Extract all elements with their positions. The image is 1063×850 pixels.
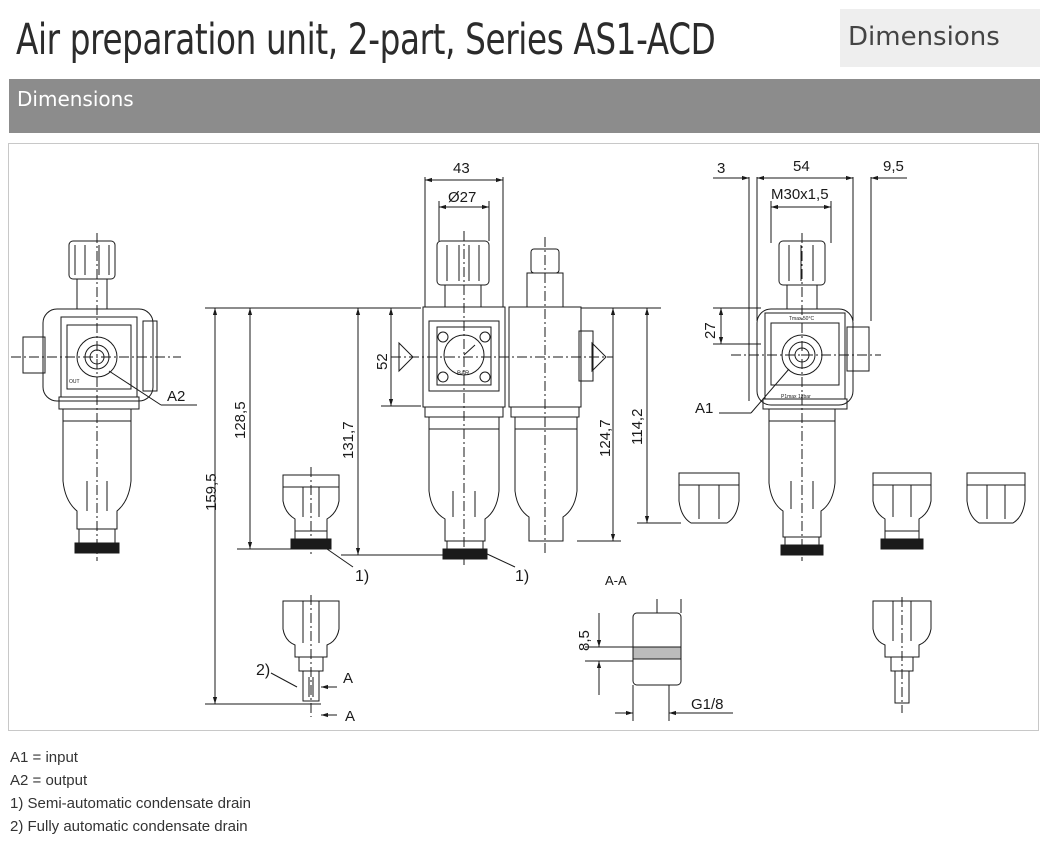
dim-g1-8: G1/8 <box>691 696 724 713</box>
dim-114-2: 114,2 <box>629 409 646 445</box>
section-title: Dimensions <box>17 87 134 111</box>
dimension-drawing: A2 OUT 159,5 128,5 131,7 52 1) <box>8 143 1039 731</box>
label-a-lower: A <box>345 708 355 725</box>
dim-159-5: 159,5 <box>203 473 220 511</box>
label-out: OUT <box>69 379 80 385</box>
dimensions-tag: Dimensions <box>840 9 1040 67</box>
legend-item: A1 = input <box>10 749 78 766</box>
dim-9-5: 9,5 <box>883 158 904 175</box>
label-a1: A1 <box>695 400 713 417</box>
label-1-a: 1) <box>355 568 369 585</box>
section-header: Dimensions <box>9 79 1040 133</box>
legend-item: A2 = output <box>10 772 88 789</box>
dim-124-7: 124,7 <box>597 419 614 457</box>
dim-d27: Ø27 <box>448 189 476 206</box>
dim-43: 43 <box>453 160 470 177</box>
label-pmax: P1max 12bar <box>781 394 811 400</box>
spare-bowls <box>678 472 1026 713</box>
dim-8-5: 8,5 <box>576 630 593 651</box>
center-unit-view <box>391 177 681 568</box>
dim-27-vertical: 27 <box>702 322 719 339</box>
label-a-upper: A <box>343 670 353 687</box>
dim-3: 3 <box>717 160 725 177</box>
dim-131-7: 131,7 <box>340 421 357 459</box>
label-a2: A2 <box>167 388 185 405</box>
dim-54: 54 <box>793 158 810 175</box>
fully-auto-drain-bowl <box>270 595 340 718</box>
dim-thread: M30x1,5 <box>771 186 829 203</box>
gauge-bar-label: BAR <box>457 371 470 377</box>
dim-52: 52 <box>374 353 391 370</box>
page-title: Air preparation unit, 2-part, Series AS1… <box>16 15 716 65</box>
right-unit-view <box>713 175 907 561</box>
label-section: A-A <box>605 573 627 588</box>
semi-auto-drain-bowl <box>282 467 354 568</box>
label-1-b: 1) <box>515 568 529 585</box>
section-a-a <box>585 599 733 721</box>
label-tmax: Tmax 50°C <box>789 316 814 322</box>
technical-drawing: A2 OUT 159,5 128,5 131,7 52 1) <box>11 158 1026 725</box>
left-unit-view <box>11 233 197 561</box>
legend: A1 = input A2 = output 1) Semi-automatic… <box>10 746 251 838</box>
legend-item: 1) Semi-automatic condensate drain <box>10 795 251 812</box>
legend-item: 2) Fully automatic condensate drain <box>10 818 248 835</box>
dim-128-5: 128,5 <box>232 401 249 439</box>
label-2: 2) <box>256 662 270 679</box>
